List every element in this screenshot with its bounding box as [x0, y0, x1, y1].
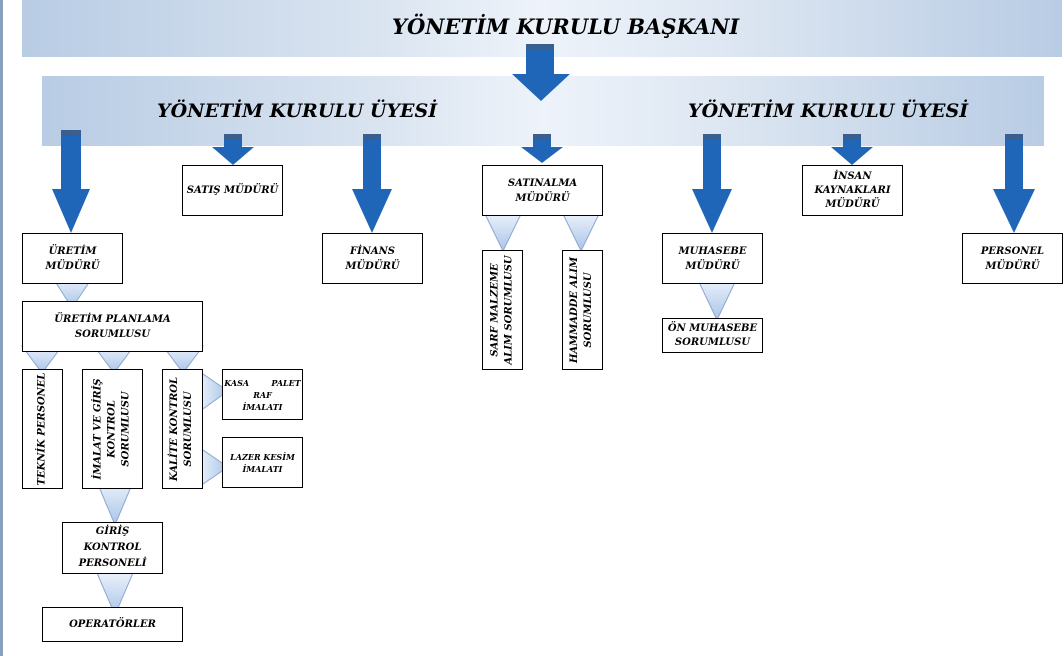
board-member-right: YÖNETİM KURULU ÜYESİ — [688, 100, 969, 122]
box-label: TEKNİK PERSONEL — [36, 372, 48, 486]
box-giris-kontrol-personeli: GİRİŞ KONTROL PERSONELİ — [62, 522, 163, 574]
box-label: LAZER KESİM İMALATI — [230, 451, 295, 474]
box-satis-muduru: SATIŞ MÜDÜRÜ — [182, 165, 283, 216]
arrow-to-satinalma — [521, 134, 563, 163]
box-lazer-kesim-imalati: LAZER KESİM İMALATI — [222, 437, 303, 488]
box-label: İNSAN KAYNAKLARI MÜDÜRÜ — [814, 170, 891, 210]
box-operatorler: OPERATÖRLER — [42, 607, 183, 642]
chairman-title: YÖNETİM KURULU BAŞKANI — [392, 14, 740, 39]
box-label: SATIŞ MÜDÜRÜ — [186, 185, 279, 196]
box-uretim-muduru: ÜRETİM MÜDÜRÜ — [22, 233, 123, 284]
left-border-rule — [0, 0, 3, 656]
box-hammadde-alim: HAMMADDE ALIM SORUMLUSU — [562, 250, 603, 370]
box-label: HAMMADDE ALIM SORUMLUSU — [569, 256, 595, 364]
chevron-muhasebe-to-on-muhasebe — [697, 279, 737, 322]
box-on-muhasebe-sorumlusu: ÖN MUHASEBE SORUMLUSU — [662, 318, 763, 353]
box-label: PERSONEL MÜDÜRÜ — [980, 245, 1045, 272]
arrow-to-personel — [993, 134, 1035, 233]
box-insan-kaynaklari-muduru: İNSAN KAYNAKLARI MÜDÜRÜ — [802, 165, 903, 216]
box-sarf-malzeme-alim: SARF MALZEME ALIM SORUMLUSU — [482, 250, 523, 370]
chevron-satinalma-to-sarf — [484, 213, 522, 253]
box-label: MUHASEBE MÜDÜRÜ — [678, 245, 747, 272]
box-finans-muduru: FİNANS MÜDÜRÜ — [322, 233, 423, 284]
arrow-to-uretim — [52, 130, 90, 233]
box-label: KASA PALET RAF İMALATI — [224, 377, 301, 412]
arrow-to-insan-kaynaklari — [831, 134, 873, 165]
box-kasa-palet-raf-imalati: KASA PALET RAF İMALATI — [222, 369, 303, 420]
box-satinalma-muduru: SATINALMA MÜDÜRÜ — [482, 165, 603, 216]
box-label: SARF MALZEME ALIM SORUMLUSU — [489, 255, 515, 365]
board-member-left: YÖNETİM KURULU ÜYESİ — [157, 100, 438, 122]
box-personel-muduru: PERSONEL MÜDÜRÜ — [962, 233, 1063, 284]
box-label: ÖN MUHASEBE SORUMLUSU — [667, 322, 758, 348]
box-label: OPERATÖRLER — [69, 619, 156, 630]
chevron-satinalma-to-hammadde — [562, 213, 600, 253]
box-label: İMALAT VE GİRİŞ KONTROL SORUMLUSU — [92, 378, 132, 480]
box-label: ÜRETİM PLANLAMA SORUMLUSU — [54, 313, 171, 340]
box-teknik-personel: TEKNİK PERSONEL — [22, 369, 63, 489]
box-uretim-planlama-sorumlusu: ÜRETİM PLANLAMA SORUMLUSU — [22, 301, 203, 352]
arrow-chairman-to-board — [512, 44, 570, 101]
box-label: SATINALMA MÜDÜRÜ — [507, 177, 578, 204]
box-label: ÜRETİM MÜDÜRÜ — [45, 245, 100, 272]
box-kalite-kontrol: KALİTE KONTROL SORUMLUSU — [162, 369, 203, 489]
box-imalat-giris-kontrol: İMALAT VE GİRİŞ KONTROL SORUMLUSU — [82, 369, 143, 489]
box-label: GİRİŞ KONTROL PERSONELİ — [78, 526, 147, 569]
box-label: FİNANS MÜDÜRÜ — [345, 245, 400, 272]
arrow-to-finans — [352, 134, 392, 233]
arrow-to-satis — [212, 134, 254, 165]
box-label: KALİTE KONTROL SORUMLUSU — [169, 376, 195, 482]
arrow-to-muhasebe — [692, 134, 732, 233]
box-muhasebe-muduru: MUHASEBE MÜDÜRÜ — [662, 233, 763, 284]
